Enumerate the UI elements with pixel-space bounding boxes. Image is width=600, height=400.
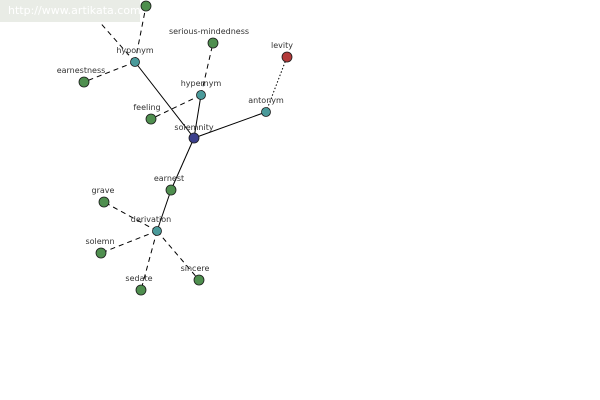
node-circle-solemn[interactable] [95, 247, 107, 259]
node-label-earnest: earnest [154, 174, 184, 183]
node-circle-hypernym[interactable] [196, 90, 206, 100]
edge-derivation-to-solemn [100, 230, 158, 254]
edges-layer [83, 5, 288, 291]
edge-solemnity-to-hypernym [193, 94, 202, 139]
node-circle-solemnity[interactable] [188, 132, 200, 144]
node-derivation[interactable]: derivation [131, 215, 171, 236]
node-circle-top-word[interactable] [140, 0, 152, 12]
node-solemnity[interactable]: solemnity [174, 123, 214, 144]
node-levity[interactable]: levity [271, 41, 293, 63]
node-sedate[interactable]: sedate [125, 274, 153, 296]
edge-derivation-to-grave [103, 201, 158, 232]
node-circle-sedate[interactable] [135, 284, 147, 296]
node-label-solemn: solemn [85, 237, 114, 246]
edge-hyponym-to-top-word [134, 5, 147, 63]
edge-derivation-to-sedate [140, 230, 158, 291]
node-top-word[interactable] [140, 0, 152, 12]
watermark-url: http://www.artikata.com [0, 0, 141, 22]
node-circle-levity[interactable] [281, 51, 293, 63]
node-circle-derivation[interactable] [152, 226, 162, 236]
node-circle-serious-mindedness[interactable] [207, 37, 219, 49]
edge-derivation-to-sincere [156, 230, 200, 281]
edge-hyponym-to-offscreen-left [95, 17, 136, 63]
node-label-serious-mindedness: serious-mindedness [169, 27, 249, 36]
node-grave[interactable]: grave [92, 186, 115, 208]
node-label-grave: grave [92, 186, 115, 195]
node-circle-antonym[interactable] [261, 107, 271, 117]
edge-solemnity-to-earnest [170, 137, 195, 191]
node-antonym[interactable]: antonym [248, 96, 284, 117]
node-label-hypernym: hypernym [181, 79, 222, 88]
node-label-solemnity: solemnity [174, 123, 213, 132]
node-label-earnestness: earnestness [57, 66, 106, 75]
node-solemn[interactable]: solemn [85, 237, 115, 259]
node-label-hyponym: hyponym [116, 46, 154, 55]
node-label-feeling: feeling [133, 103, 160, 112]
edge-earnest-to-derivation [156, 189, 172, 232]
node-hyponym[interactable]: hyponym [116, 46, 154, 67]
node-circle-hyponym[interactable] [130, 57, 140, 67]
node-circle-earnest[interactable] [165, 184, 177, 196]
node-label-sincere: sincere [181, 264, 210, 273]
edge-solemnity-to-antonym [193, 111, 267, 139]
node-feeling[interactable]: feeling [133, 103, 161, 125]
node-serious-mindedness[interactable]: serious-mindedness [169, 27, 249, 49]
node-circle-sincere[interactable] [193, 274, 205, 286]
node-label-antonym: antonym [248, 96, 284, 105]
node-circle-grave[interactable] [98, 196, 110, 208]
edge-hypernym-to-feeling [150, 94, 202, 120]
node-label-levity: levity [271, 41, 293, 50]
node-circle-feeling[interactable] [145, 113, 157, 125]
node-earnest[interactable]: earnest [154, 174, 184, 196]
node-label-sedate: sedate [125, 274, 152, 283]
node-earnestness[interactable]: earnestness [57, 66, 106, 88]
edge-antonym-to-levity [265, 56, 288, 113]
node-label-derivation: derivation [131, 215, 171, 224]
node-hypernym[interactable]: hypernym [181, 79, 222, 100]
node-circle-earnestness[interactable] [78, 76, 90, 88]
edge-hyponym-to-earnestness [83, 61, 136, 83]
node-sincere[interactable]: sincere [181, 264, 210, 286]
nodes-layer: solemnity hyponym hypernym antonym earnest de… [57, 0, 293, 296]
edge-solemnity-to-hyponym [134, 61, 195, 139]
